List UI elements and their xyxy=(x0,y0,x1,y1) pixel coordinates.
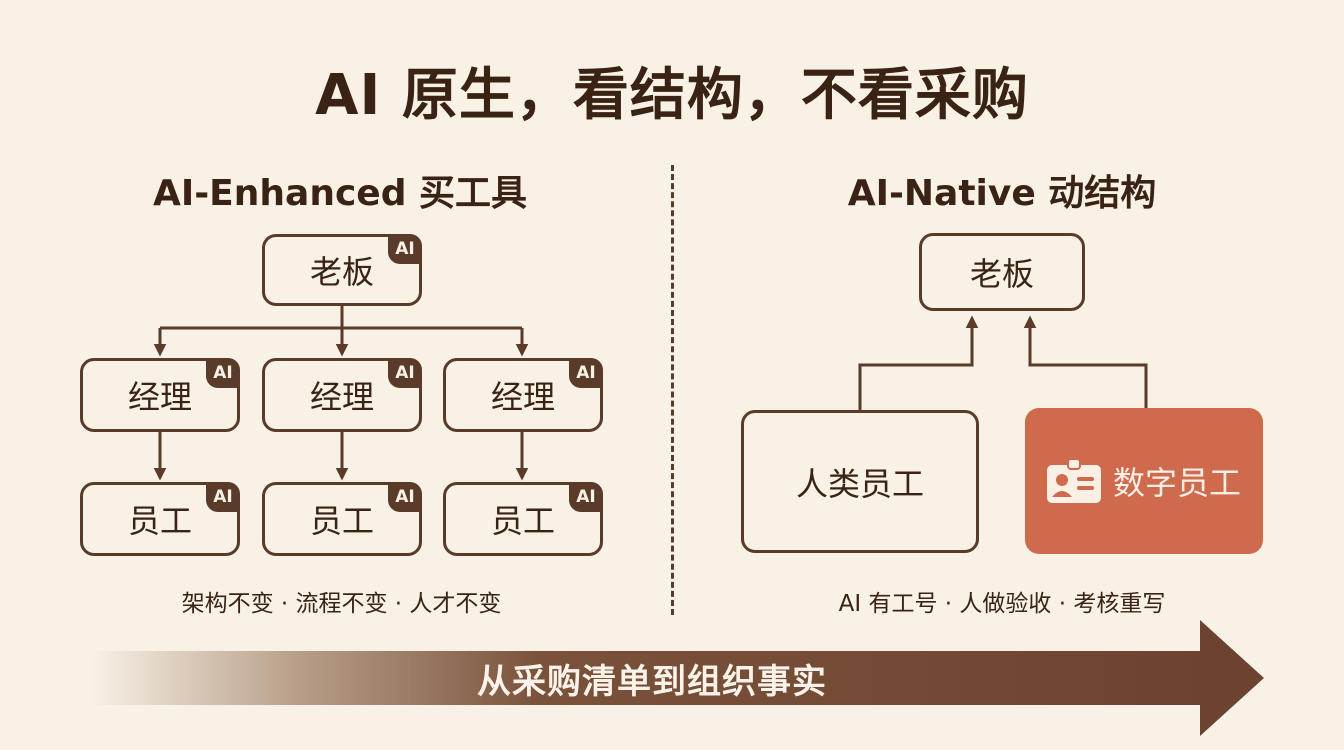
left-heading: AI-Enhanced 买工具 xyxy=(152,173,528,214)
employee-node-2: 员工 AI xyxy=(262,482,422,556)
boss-label: 老板 xyxy=(969,255,1034,293)
employee-label: 员工 xyxy=(490,502,555,540)
connector-human-boss xyxy=(858,315,979,410)
manager-label: 经理 xyxy=(127,378,192,416)
manager-node-3: 经理 AI xyxy=(443,358,603,432)
progress-arrow-band xyxy=(92,651,1212,705)
left-caption: 架构不变 · 流程不变 · 人才不变 xyxy=(181,591,502,617)
digital-employee-label: 数字员工 xyxy=(1112,464,1241,502)
ai-badge: AI xyxy=(569,358,603,388)
manager-label: 经理 xyxy=(490,378,555,416)
ai-badge: AI xyxy=(206,358,240,388)
page-title: AI 原生，看结构，不看采购 xyxy=(315,63,1029,128)
ai-badge: AI xyxy=(388,482,422,512)
manager-label: 经理 xyxy=(309,378,374,416)
human-employee-node: 人类员工 xyxy=(741,410,979,553)
arrow-head xyxy=(1200,620,1264,736)
ai-badge: AI xyxy=(569,482,603,512)
ai-badge: AI xyxy=(388,358,422,388)
id-card-icon xyxy=(1046,459,1101,503)
right-caption: AI 有工号 · 人做验收 · 考核重写 xyxy=(838,591,1166,617)
right-heading: AI-Native 动结构 xyxy=(847,173,1157,214)
section-divider xyxy=(671,165,674,615)
manager-node-1: 经理 AI xyxy=(80,358,240,432)
digital-employee-node: 数字员工 xyxy=(1025,408,1263,554)
boss-label: 老板 xyxy=(309,253,374,291)
employee-label: 员工 xyxy=(309,502,374,540)
employee-node-3: 员工 AI xyxy=(443,482,603,556)
human-employee-label: 人类员工 xyxy=(795,464,924,503)
boss-node-right: 老板 xyxy=(919,233,1085,311)
employee-label: 员工 xyxy=(127,502,192,540)
manager-node-2: 经理 AI xyxy=(262,358,422,432)
connector-digital-boss xyxy=(1023,315,1148,410)
ai-badge: AI xyxy=(206,482,240,512)
banner-label: 从采购清单到组织事实 xyxy=(477,661,827,702)
employee-node-1: 员工 AI xyxy=(80,482,240,556)
boss-node-left: 老板 AI xyxy=(262,234,422,306)
ai-badge: AI xyxy=(388,234,422,264)
